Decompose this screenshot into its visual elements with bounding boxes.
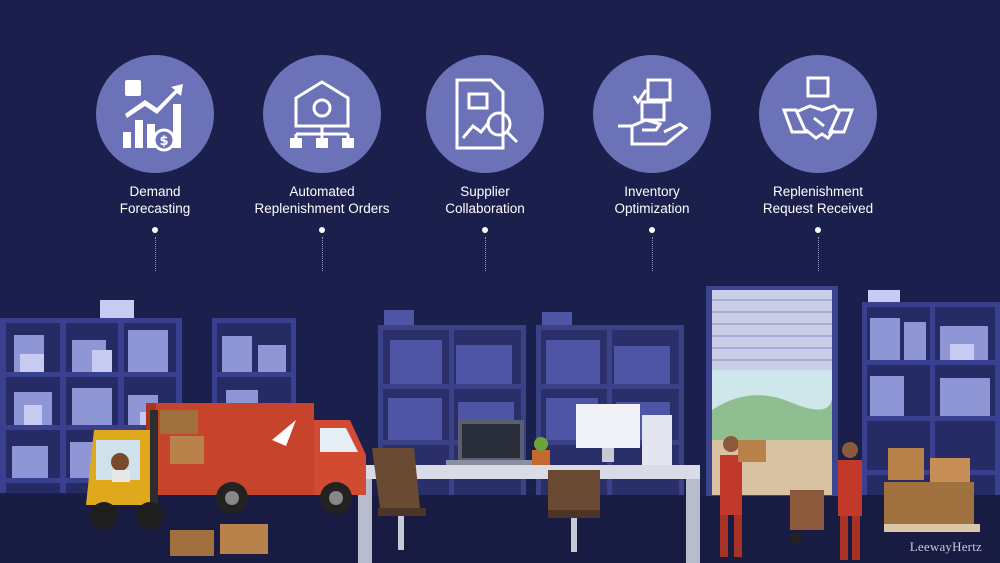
step-label-line1: Supplier xyxy=(460,184,510,199)
report-search-icon xyxy=(455,78,519,150)
step-inventory-optimization: Inventory Optimization xyxy=(572,55,732,271)
forklift xyxy=(86,410,268,556)
step-label-line1: Demand xyxy=(129,184,181,199)
step-circle xyxy=(593,55,711,173)
office-desk xyxy=(358,404,700,563)
step-label-line1: Inventory xyxy=(624,184,680,199)
step-label-line2: Optimization xyxy=(614,201,690,216)
handshake-box-icon xyxy=(781,76,855,141)
connector-dot xyxy=(482,227,488,233)
step-label: Supplier Collaboration xyxy=(405,183,565,217)
brand-watermark: LeewayHertz xyxy=(909,539,982,554)
connector-dot xyxy=(815,227,821,233)
hand-box-icon xyxy=(618,78,689,146)
step-circle: $ xyxy=(96,55,214,173)
step-circle xyxy=(426,55,544,173)
connector-dot xyxy=(319,227,325,233)
step-supplier-collaboration: Supplier Collaboration xyxy=(405,55,565,271)
svg-text:$: $ xyxy=(159,134,168,149)
delivery-truck xyxy=(146,403,366,514)
demand-forecast-icon: $ xyxy=(123,80,183,152)
step-demand-forecasting: $ Demand Forecasting xyxy=(75,55,235,271)
step-circle xyxy=(263,55,381,173)
connector-line xyxy=(321,237,323,271)
step-replenishment-request-received: Replenishment Request Received xyxy=(738,55,898,271)
workers xyxy=(720,436,980,560)
connector-dot xyxy=(649,227,655,233)
step-label: Demand Forecasting xyxy=(75,183,235,217)
connector-dot xyxy=(152,227,158,233)
step-label-line1: Replenishment xyxy=(772,184,864,199)
connector-line xyxy=(817,237,819,271)
step-label: Replenishment Request Received xyxy=(738,183,898,217)
step-circle xyxy=(759,55,877,173)
connector-line xyxy=(651,237,653,271)
step-label-line2: Forecasting xyxy=(119,201,191,216)
step-label: Automated Replenishment Orders xyxy=(242,183,402,217)
connector-line xyxy=(154,237,156,271)
step-label-line1: Automated xyxy=(289,184,355,199)
step-label-line2: Request Received xyxy=(762,201,874,216)
warehouse-network-icon xyxy=(290,80,354,148)
connector-line xyxy=(484,237,486,271)
step-automated-replenishment-orders: Automated Replenishment Orders xyxy=(242,55,402,271)
step-label-line2: Collaboration xyxy=(445,201,525,216)
step-label: Inventory Optimization xyxy=(572,183,732,217)
step-label-line2: Replenishment Orders xyxy=(254,201,390,216)
